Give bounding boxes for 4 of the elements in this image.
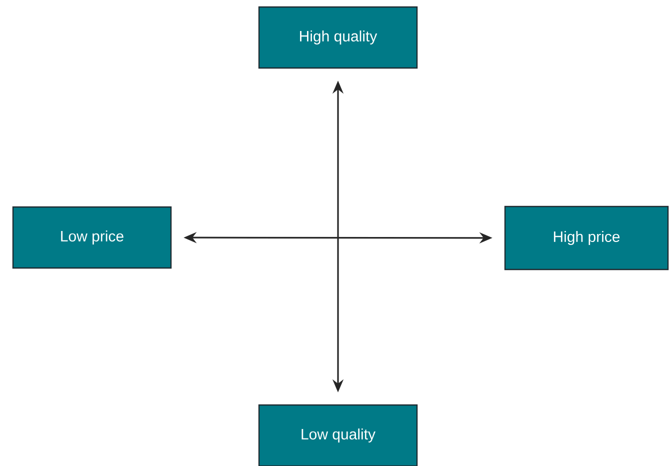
label-box: High quality	[258, 6, 418, 69]
label-box: Low quality	[258, 404, 418, 466]
label-box: High price	[504, 206, 669, 270]
label-box: Low price	[12, 206, 172, 269]
